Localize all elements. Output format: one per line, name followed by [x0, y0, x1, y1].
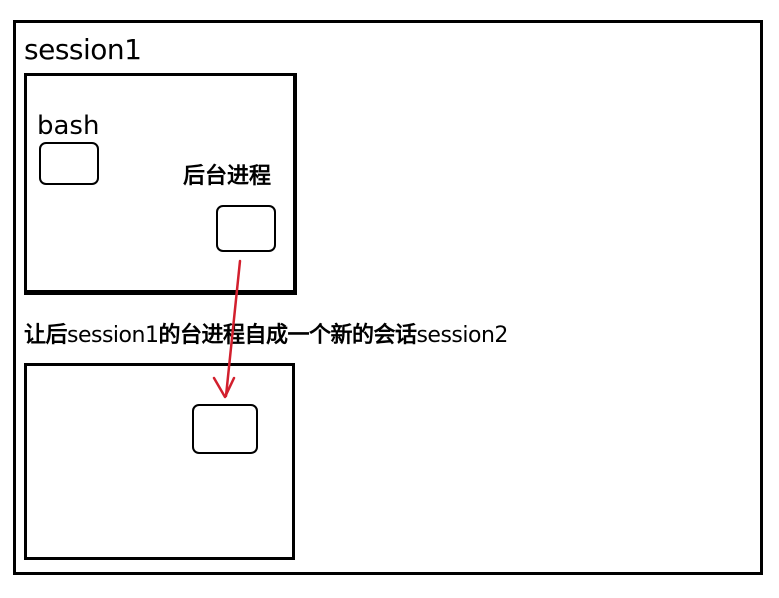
caption: 让后session1的台进程自成一个新的会话session2	[24, 325, 508, 347]
session1-title: session1	[24, 33, 142, 66]
caption-part-2: session1	[67, 323, 159, 348]
session1-box	[24, 73, 297, 295]
background-process-box	[216, 205, 276, 252]
caption-part-4: session2	[416, 323, 508, 348]
caption-part-3: 的台进程自成一个新的会话	[158, 323, 417, 348]
background-process-label: 后台进程	[183, 164, 272, 189]
bash-label: bash	[37, 111, 100, 141]
diagram-frame	[13, 20, 763, 575]
caption-part-1: 让后	[24, 323, 68, 348]
new-session-process-box	[192, 404, 258, 454]
session2-box	[24, 363, 295, 560]
bash-process-box	[39, 142, 99, 185]
